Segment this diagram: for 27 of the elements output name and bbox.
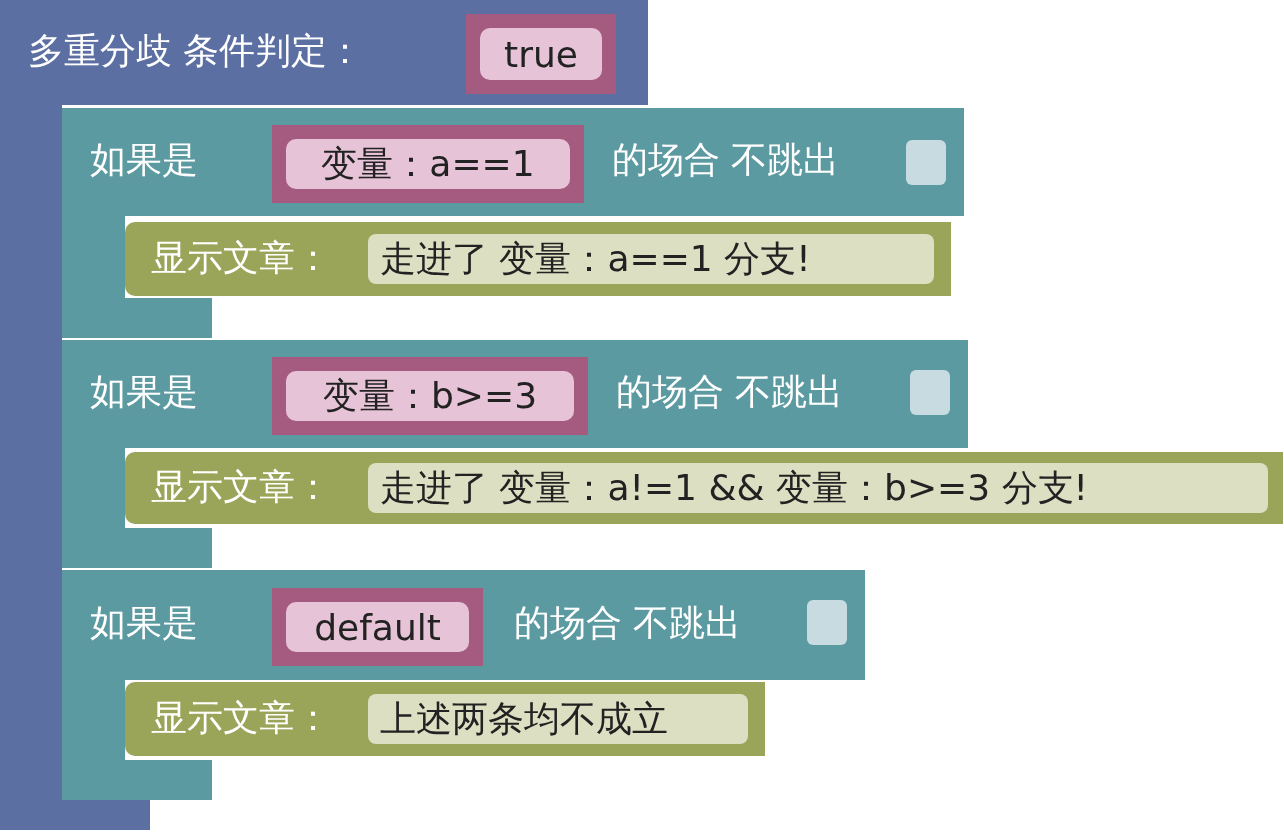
text-value: 走进了 变量：a==1 分支! (368, 234, 934, 284)
value-block (272, 357, 588, 435)
value-text: 变量：b>=3 (286, 371, 574, 421)
text-value: 走进了 变量：a!=1 && 变量：b>=3 分支! (368, 463, 1268, 513)
checkbox (906, 140, 946, 185)
block-label: 的场合 不跳出 (514, 605, 742, 641)
block-label: 多重分歧 条件判定： (28, 32, 364, 69)
block-label: 如果是 (90, 142, 198, 178)
block-label: 显示文章： (151, 240, 331, 276)
text-value: 上述两条均不成立 (368, 694, 748, 744)
checkbox (910, 370, 950, 415)
print-block (125, 682, 765, 756)
block-label: 的场合 不跳出 (612, 142, 840, 178)
checkbox (807, 600, 847, 645)
value-block (466, 14, 616, 94)
value-text: default (286, 602, 469, 652)
block-label: 的场合 不跳出 (616, 374, 844, 410)
value-text: 变量：a==1 (286, 139, 570, 189)
block-label: 显示文章： (151, 700, 331, 736)
value-block (272, 588, 483, 666)
block-label: 显示文章： (151, 469, 331, 505)
value-text: true (480, 28, 602, 80)
block-label: 如果是 (90, 605, 198, 641)
block-label: 如果是 (90, 374, 198, 410)
print-block (125, 222, 951, 296)
print-block (125, 452, 1283, 524)
value-block (272, 125, 584, 203)
